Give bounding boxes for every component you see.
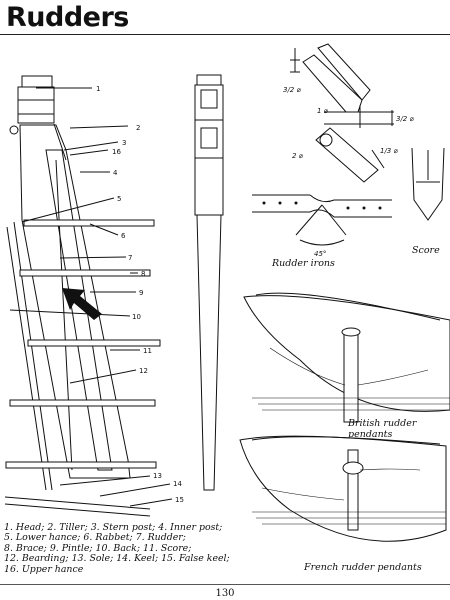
page-title: Rudders <box>6 2 129 33</box>
label-7: 7 <box>128 254 132 262</box>
label-13: 13 <box>153 472 162 480</box>
french-caption: French rudder pendants <box>304 562 422 573</box>
brace <box>19 269 151 277</box>
british-caption: British rudder pendants <box>348 418 417 440</box>
legend-line: 5. Lower hance; 6. Rabbet; 7. Rudder; <box>4 532 186 544</box>
label-1: 1 <box>96 85 100 93</box>
brace <box>23 219 155 227</box>
dim-2: 1 ⌀ <box>317 107 329 115</box>
footer-rule <box>0 584 450 585</box>
page-number: 130 <box>215 588 235 599</box>
keel-line <box>4 496 151 510</box>
label-6: 6 <box>121 232 126 240</box>
dim-4: 2 ⌀ <box>292 152 304 160</box>
label-14: 14 <box>173 480 182 488</box>
pintle-arrow <box>62 288 102 320</box>
legend-line: 8. Brace; 9. Pintle; 10. Back; 11. Score… <box>4 542 192 554</box>
dim-5: 1/3 ⌀ <box>380 147 398 155</box>
label-2: 2 <box>136 124 140 132</box>
title-rule <box>0 34 450 35</box>
label-11: 11 <box>143 347 152 355</box>
legend-line: 12. Bearding; 13. Sole; 14. Keel; 15. Fa… <box>4 553 230 565</box>
label-16: 16 <box>112 148 121 156</box>
label-9: 9 <box>139 289 143 297</box>
dim-1: 3/2 ⌀ <box>283 86 301 94</box>
label-3: 3 <box>122 139 126 147</box>
parts-legend: 1. Head; 2. Tiller; 3. Stern post; 4. In… <box>4 522 244 575</box>
dim-3: 3/2 ⌀ <box>396 115 414 123</box>
inner-post <box>45 149 113 471</box>
brace <box>5 461 157 469</box>
label-12: 12 <box>139 367 148 375</box>
legend-line: 1. Head; 2. Tiller; 3. Stern post; 4. In… <box>4 522 223 533</box>
tiller-hole <box>9 125 19 135</box>
label-15: 15 <box>175 496 184 504</box>
legend-line: 16. Upper hance <box>4 563 84 575</box>
label-10: 10 <box>132 313 141 321</box>
label-4: 4 <box>113 169 118 177</box>
rudder-irons-caption: Rudder irons <box>272 258 335 269</box>
label-5: 5 <box>117 195 121 203</box>
false-keel-line <box>4 503 151 517</box>
brace <box>9 399 156 407</box>
score-caption: Score <box>412 245 440 256</box>
stern-post-line <box>6 226 47 491</box>
brace <box>27 339 161 347</box>
angle-label: 45° <box>314 250 326 258</box>
label-8: 8 <box>141 270 145 278</box>
